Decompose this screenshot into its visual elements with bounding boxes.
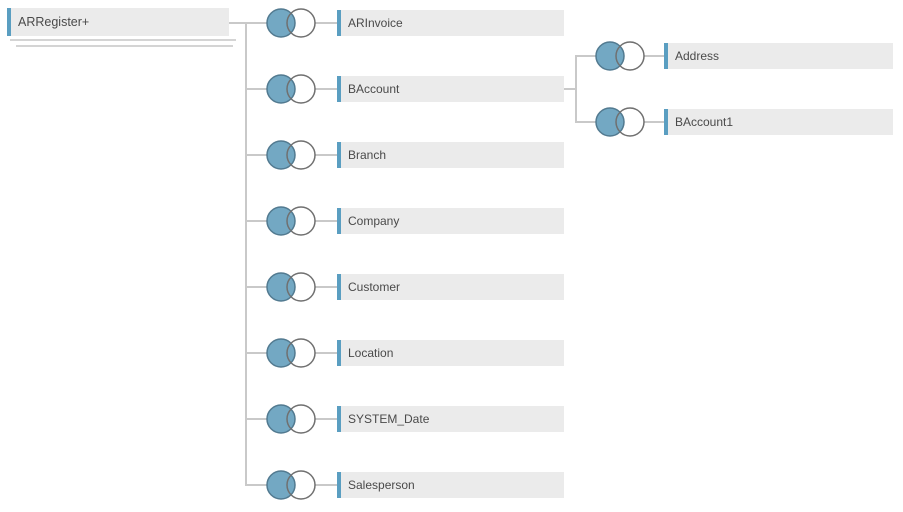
table-label: Address xyxy=(675,49,720,63)
left-join-icon[interactable] xyxy=(594,105,648,139)
connector-line xyxy=(247,154,267,156)
left-join-icon[interactable] xyxy=(265,6,319,40)
table-label: BAccount xyxy=(348,82,400,96)
table-node-customer[interactable]: Customer xyxy=(337,274,564,300)
connector-line xyxy=(315,286,337,288)
union-stack-line xyxy=(10,39,236,41)
connector-line xyxy=(247,220,267,222)
table-label: Salesperson xyxy=(348,478,415,492)
left-join-icon[interactable] xyxy=(265,138,319,172)
connector-line xyxy=(247,418,267,420)
left-join-icon[interactable] xyxy=(265,402,319,436)
connector-line xyxy=(315,484,337,486)
left-join-icon[interactable] xyxy=(265,336,319,370)
connector-trunk-line xyxy=(245,22,247,486)
connector-line xyxy=(247,484,267,486)
connector-line xyxy=(315,352,337,354)
connector-trunk-line xyxy=(575,55,577,123)
table-node-location[interactable]: Location xyxy=(337,340,564,366)
left-join-icon[interactable] xyxy=(594,39,648,73)
table-node-address[interactable]: Address xyxy=(664,43,893,69)
table-node-arinvoice[interactable]: ARInvoice xyxy=(337,10,564,36)
union-stack-line xyxy=(16,45,233,47)
connector-line xyxy=(577,121,596,123)
connector-line xyxy=(247,286,267,288)
connector-line xyxy=(247,88,267,90)
connector-line xyxy=(577,55,596,57)
table-node-salesperson[interactable]: Salesperson xyxy=(337,472,564,498)
connector-line xyxy=(644,121,664,123)
connector-line xyxy=(315,418,337,420)
connector-line xyxy=(247,352,267,354)
left-join-icon[interactable] xyxy=(265,72,319,106)
table-label: Customer xyxy=(348,280,401,294)
table-node-baccount[interactable]: BAccount xyxy=(337,76,564,102)
table-label: Company xyxy=(348,214,400,228)
left-join-icon[interactable] xyxy=(265,468,319,502)
connector-line xyxy=(315,154,337,156)
connector-line xyxy=(644,55,664,57)
connector-line xyxy=(315,88,337,90)
table-label: Location xyxy=(348,346,394,360)
table-node-company[interactable]: Company xyxy=(337,208,564,234)
table-node-system-date[interactable]: SYSTEM_Date xyxy=(337,406,564,432)
table-label: SYSTEM_Date xyxy=(348,412,430,426)
root-table-label: ARRegister+ xyxy=(18,15,90,29)
left-join-icon[interactable] xyxy=(265,270,319,304)
connector-line xyxy=(315,220,337,222)
table-node-branch[interactable]: Branch xyxy=(337,142,564,168)
connector-line xyxy=(315,22,337,24)
table-label: ARInvoice xyxy=(348,16,403,30)
connector-line xyxy=(564,88,576,90)
table-label: Branch xyxy=(348,148,387,162)
table-node-baccount1[interactable]: BAccount1 xyxy=(664,109,893,135)
table-label: BAccount1 xyxy=(675,115,734,129)
left-join-icon[interactable] xyxy=(265,204,319,238)
root-table-node[interactable]: ARRegister+ xyxy=(7,8,229,36)
connector-line xyxy=(229,22,267,24)
